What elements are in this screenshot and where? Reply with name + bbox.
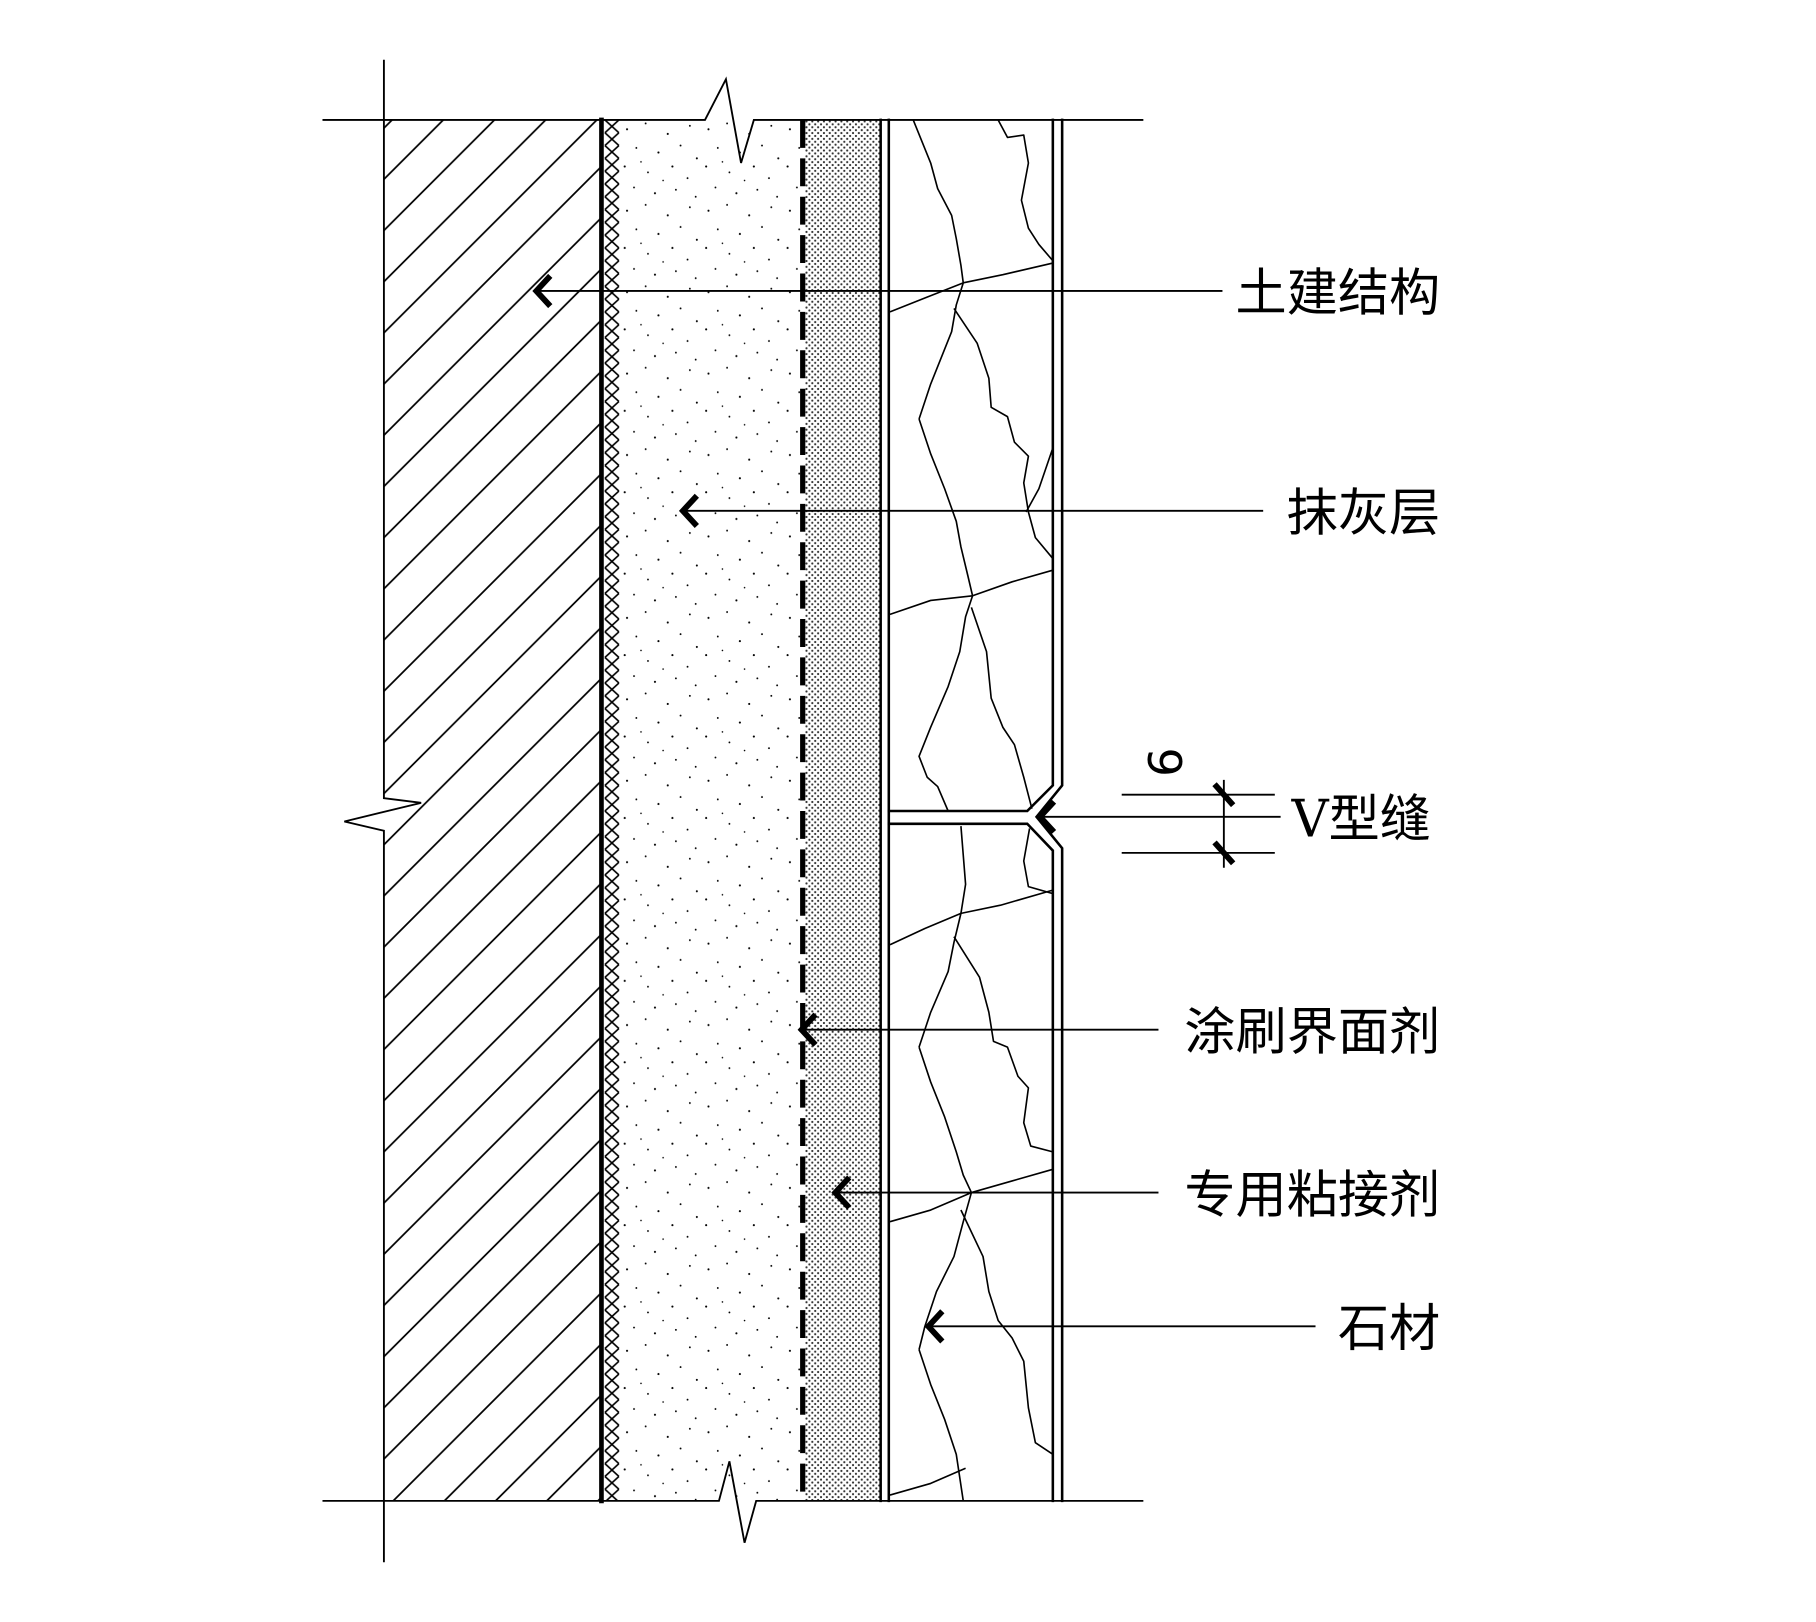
arrow-chevron-icon (831, 1175, 852, 1210)
stone-crack (918, 1349, 965, 1501)
label-stone: 石材 (1338, 1299, 1440, 1359)
callout-stone: 石材 (924, 1299, 1440, 1359)
stone-crack (918, 595, 974, 812)
stone-crack (1022, 828, 1054, 895)
label-structure: 土建结构 (1236, 264, 1441, 324)
arrow-chevron-icon (1036, 799, 1057, 834)
stone-crack (953, 307, 1054, 560)
label-v-joint: V型缝 (1291, 790, 1431, 850)
left-break-line (344, 59, 422, 1563)
bonding-mesh-layer (603, 119, 621, 1501)
stone-crack (918, 282, 965, 420)
callout-interface-agent: 涂刷界面剂 (797, 1002, 1440, 1062)
callout-plaster: 抹灰层 (678, 484, 1441, 544)
arrow-chevron-icon (678, 493, 699, 528)
callout-v-joint: V型缝 (1036, 790, 1431, 850)
dimension-value: 6 (1139, 747, 1193, 777)
adhesive-layer (805, 119, 881, 1501)
callout-adhesive: 专用粘接剂 (831, 1165, 1440, 1225)
arrow-chevron-icon (532, 273, 553, 309)
structure-layer (383, 119, 602, 1501)
stone-crack (918, 913, 962, 1048)
bottom-break-line (322, 1461, 1144, 1544)
label-adhesive: 专用粘接剂 (1184, 1165, 1440, 1225)
stone-crack (889, 889, 1054, 946)
stone-crack (918, 1046, 973, 1193)
stone-crack (918, 418, 974, 596)
label-plaster: 抹灰层 (1287, 484, 1441, 544)
stone-crack (960, 826, 967, 914)
stone-texture-lower (889, 826, 1054, 1501)
lower-stone-edge (887, 822, 1055, 1503)
stone-crack (970, 607, 1033, 809)
callout-structure: 土建结构 (532, 264, 1441, 324)
label-interface-agent: 涂刷界面剂 (1184, 1002, 1440, 1062)
stone-crack (953, 936, 1054, 1153)
stone-crack (997, 119, 1054, 262)
stone-crack (960, 1209, 1054, 1456)
dimension-v-joint: 6 (1121, 747, 1275, 868)
stone-crack (1025, 447, 1054, 513)
top-break-line (322, 76, 1144, 164)
stone-texture-upper (889, 119, 1054, 812)
dimension-tick-icon (1212, 840, 1236, 866)
arrow-chevron-icon (924, 1309, 945, 1344)
arrow-chevron-icon (797, 1012, 818, 1047)
upper-stone-edge (887, 118, 1055, 813)
stone-crack (889, 262, 1054, 313)
dimension-tick-icon (1212, 782, 1236, 808)
plaster-layer (620, 119, 803, 1501)
stone-crack (912, 119, 965, 283)
stone-crack (889, 1467, 966, 1496)
